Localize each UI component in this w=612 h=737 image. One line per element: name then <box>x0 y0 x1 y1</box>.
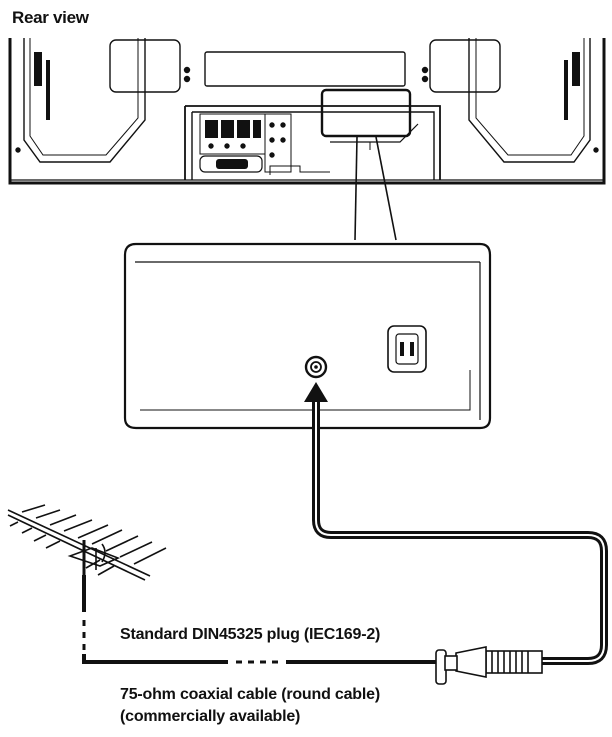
antenna-input-jack <box>304 355 328 379</box>
rear-view-title: Rear view <box>12 8 89 27</box>
plug-label: Standard DIN45325 plug (IEC169-2) <box>120 626 381 643</box>
antenna-lead <box>82 575 436 664</box>
cable-label-line2: (commercially available) <box>120 708 301 725</box>
cable-label-line1: 75-ohm coaxial cable (round cable) <box>120 686 380 703</box>
power-inlet <box>387 325 427 373</box>
antenna-icon <box>7 504 167 581</box>
zoom-callout <box>123 136 492 430</box>
tv-rear-panel <box>8 38 606 185</box>
din-plug <box>435 646 543 685</box>
coaxial-cable <box>304 382 608 665</box>
